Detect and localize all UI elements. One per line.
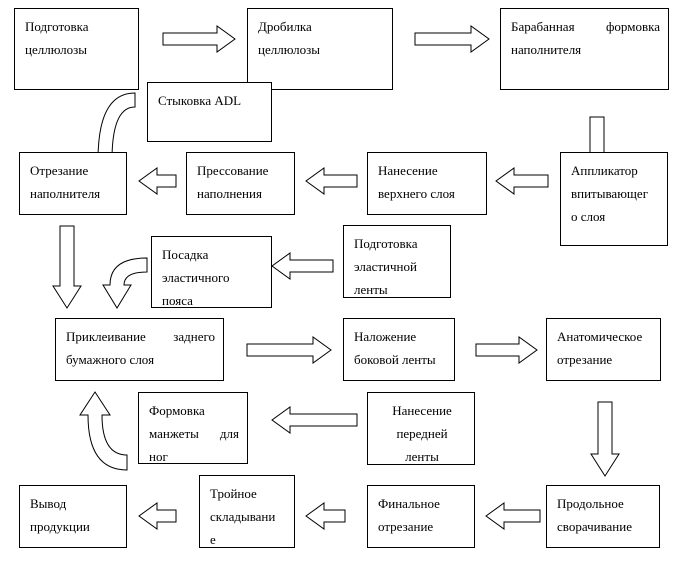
step-label-line: Тройное [210,486,257,501]
step-label-line: ленты [405,449,439,464]
step-box-triple-folding: Тройное складывани е [199,475,295,548]
step-box-elastic-waistband: Посадка эластичного пояса [151,236,272,308]
step-box-front-tape: Нанесение передней ленты [367,392,475,465]
step-label-line: Отрезание [30,163,89,178]
step-label-line: складывани [210,509,276,524]
step-label-line: Вывод [30,496,67,511]
step-label-line: наполнения [197,186,262,201]
step-label-line: Аппликатор [571,163,638,178]
step-box-drum-forming: Барабанная формовка наполнителя [500,8,669,90]
step-box-cellulose-prep: Подготовка целлюлозы [14,8,139,90]
step-label-line: отрезание [378,519,434,534]
arrow-down-icon [52,225,82,309]
step-box-top-layer: Нанесение верхнего слоя [367,152,487,215]
arrow-down-icon [590,401,620,477]
step-label-line: о слоя [571,209,606,224]
step-box-absorbent-applicator: Аппликатор впитывающег о слоя [560,152,668,246]
step-label-line: Дробилка [258,19,312,34]
step-box-side-tape: Наложение боковой ленты [343,318,455,381]
arrow-left-icon [138,167,177,195]
step-label-line: ног [149,449,168,464]
step-label-line: верхнего слоя [378,186,455,201]
step-label-line: впитывающег [571,186,649,201]
step-label-line: Наложение [354,329,417,344]
step-box-filler-cutting: Отрезание наполнителя [19,152,127,215]
arrow-left-icon [495,167,549,195]
step-label-line: Финальное [378,496,440,511]
curved-arrow-down-icon [102,257,148,309]
step-label-line: пояса [162,293,193,308]
step-label-line: Барабанная формовка [511,19,660,34]
arrow-right-icon [475,336,538,364]
step-label-line: сворачивание [557,519,632,534]
step-label-line: е [210,532,216,547]
step-box-adl-joining: Стыковка ADL [147,82,272,142]
step-box-filling-pressing: Прессование наполнения [186,152,295,215]
arrow-left-icon [305,502,346,530]
arrow-left-icon [305,167,358,195]
step-label-line: Подготовка [25,19,89,34]
arrow-left-icon [271,252,334,280]
step-box-anatomic-cutting: Анатомическое отрезание [546,318,661,381]
step-box-final-cutting: Финальное отрезание [367,485,475,548]
step-box-product-output: Вывод продукции [19,485,127,548]
arrow-left-icon [271,406,358,434]
step-label-line: Подготовка [354,236,418,251]
step-box-elastic-tape-prep: Подготовка эластичной ленты [343,225,451,298]
step-label-line: Анатомическое [557,329,643,344]
step-box-back-paper-gluing: Приклеивание заднего бумажного слоя [55,318,224,381]
step-box-leg-cuff-forming: Формовка манжеты для ног [138,392,248,464]
step-label-line: Формовка [149,403,205,418]
step-label-line: Нанесение [378,163,438,178]
step-label-line: Посадка [162,247,209,262]
step-label-line: целлюлозы [258,42,320,57]
step-label-line: целлюлозы [25,42,87,57]
arrow-left-icon [485,502,541,530]
step-box-cellulose-crusher: Дробилка целлюлозы [247,8,393,90]
arrow-right-icon [414,25,490,53]
step-label-line: эластичной [354,259,417,274]
step-label-line: бумажного слоя [66,352,155,367]
step-label-line: передней [396,426,448,441]
step-label-line: продукции [30,519,90,534]
step-label-line: ленты [354,282,388,297]
curved-arrow-up-icon [79,391,128,471]
step-label-line: наполнителя [30,186,101,201]
step-label-line: отрезание [557,352,613,367]
arrow-right-icon [162,25,236,53]
arrow-left-icon [138,502,177,530]
step-label-line: наполнителя [511,42,582,57]
step-label-line: Продольное [557,496,624,511]
step-label-line: Прессование [197,163,269,178]
step-label-line: эластичного [162,270,230,285]
arrow-right-icon [246,336,332,364]
step-box-longitudinal-folding: Продольное сворачивание [546,485,660,548]
step-label-line: Приклеивание заднего [66,329,215,344]
step-label-line: манжеты для [149,426,239,441]
step-label-line: Стыковка ADL [158,93,242,108]
step-label-line: боковой ленты [354,352,436,367]
step-label-line: Нанесение [392,403,452,418]
